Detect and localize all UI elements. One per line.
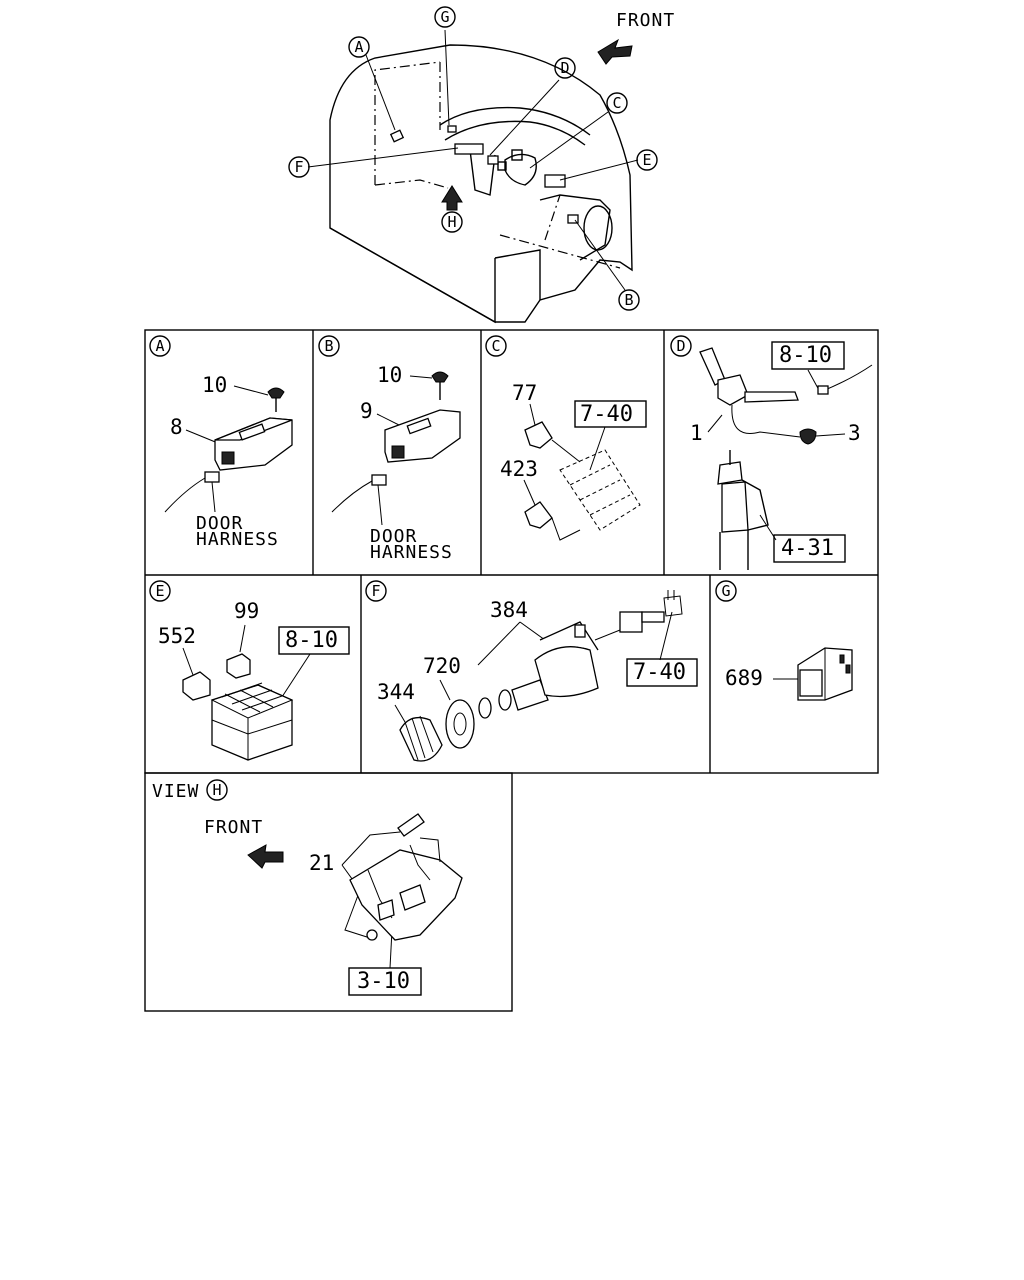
svg-text:H: H xyxy=(447,213,456,231)
ref-box: 7-40 xyxy=(633,660,686,685)
part-number: 1 xyxy=(690,421,703,445)
panel-letter: C xyxy=(491,337,500,355)
part-number: 689 xyxy=(725,666,763,690)
note: HARNESS xyxy=(196,529,279,550)
panel-letter: F xyxy=(371,582,380,600)
part-number: 552 xyxy=(158,624,196,648)
part-number: 21 xyxy=(309,851,334,875)
note: DOOR xyxy=(370,526,417,547)
dashboard-overview: FRONT A G D C E F H B xyxy=(288,6,675,324)
callout-H: H xyxy=(441,211,463,233)
part-number: 9 xyxy=(360,399,373,423)
panel-letter: H xyxy=(212,781,221,799)
panel-F: F 384 720 344 7-40 xyxy=(365,580,698,762)
svg-text:C: C xyxy=(612,94,621,112)
panel-view-H: VIEW H FRONT 21 3-10 xyxy=(152,779,463,996)
part-number: 423 xyxy=(500,457,538,481)
ref-box: 7-40 xyxy=(580,402,633,427)
note: HARNESS xyxy=(370,542,453,563)
detail-frame xyxy=(144,329,879,1012)
panel-letter: D xyxy=(676,337,685,355)
part-number: 10 xyxy=(202,373,227,397)
panel-B: B 10 9 DOOR HARNESS xyxy=(318,335,461,563)
part-number: 99 xyxy=(234,599,259,623)
svg-text:B: B xyxy=(624,291,633,309)
panel-letter: A xyxy=(155,337,164,355)
panel-letter: B xyxy=(324,337,333,355)
panel-A: A 10 8 DOOR HARNESS xyxy=(149,335,293,550)
callout-G: G xyxy=(434,6,456,28)
svg-text:D: D xyxy=(560,59,569,77)
part-number: 344 xyxy=(377,680,415,704)
part-number: 77 xyxy=(512,381,537,405)
svg-text:G: G xyxy=(440,8,449,26)
panel-E: E 552 99 8-10 xyxy=(149,580,350,761)
part-number: 8 xyxy=(170,415,183,439)
panel-G: G 689 xyxy=(715,580,853,701)
panel-letter: E xyxy=(155,582,164,600)
svg-text:F: F xyxy=(294,158,303,176)
callout-D: D xyxy=(554,57,576,79)
ref-box: 3-10 xyxy=(357,969,410,994)
part-number: 720 xyxy=(423,654,461,678)
part-number: 10 xyxy=(377,363,402,387)
svg-text:A: A xyxy=(354,38,363,56)
view-label: VIEW xyxy=(152,781,199,802)
part-number: 384 xyxy=(490,598,528,622)
panel-C: C 77 423 7-40 xyxy=(485,335,647,541)
callout-F: F xyxy=(288,156,310,178)
callout-B: B xyxy=(618,289,640,311)
callout-E: E xyxy=(636,149,658,171)
panel-letter: G xyxy=(721,582,730,600)
ref-box: 8-10 xyxy=(779,343,832,368)
callout-A: A xyxy=(348,36,370,58)
panel-D: D 8-10 4-31 1 3 xyxy=(670,335,873,570)
front-label: FRONT xyxy=(616,10,675,31)
callout-C: C xyxy=(606,92,628,114)
svg-text:E: E xyxy=(642,151,651,169)
front-label: FRONT xyxy=(204,817,263,838)
note: DOOR xyxy=(196,513,243,534)
ref-box: 8-10 xyxy=(285,628,338,653)
part-number: 3 xyxy=(848,421,861,445)
ref-box: 4-31 xyxy=(781,536,834,561)
